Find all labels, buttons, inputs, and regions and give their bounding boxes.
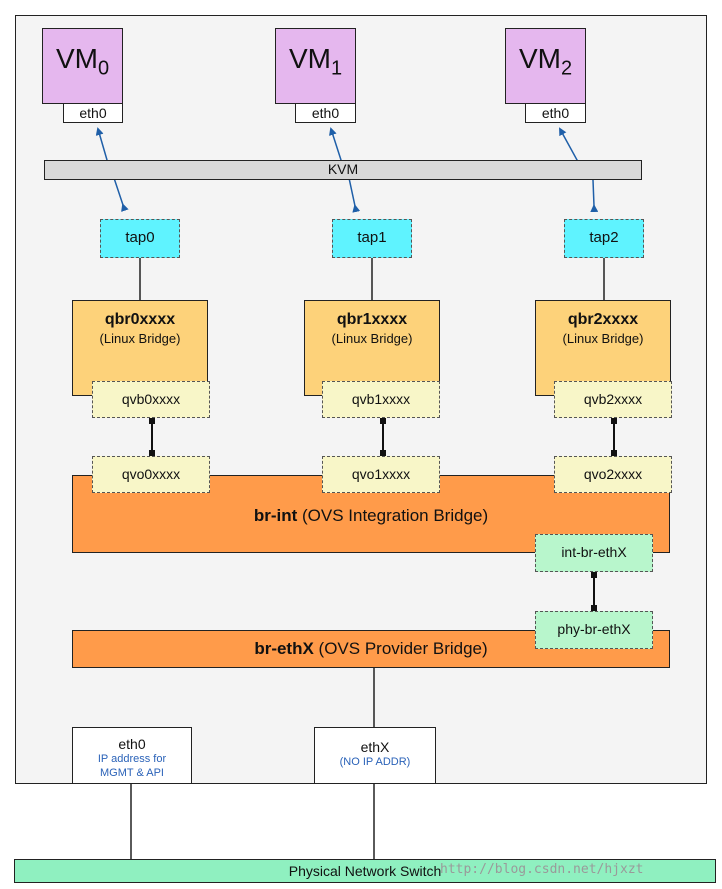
br-ethx-bridge: br-ethX (OVS Provider Bridge) xyxy=(72,630,670,668)
vm-0-sub: 0 xyxy=(97,57,110,80)
vm-1-sub: 1 xyxy=(330,57,343,80)
qbr-0-sub: (Linux Bridge) xyxy=(99,331,181,346)
tap-1: tap1 xyxy=(332,219,412,258)
vm-2-eth0: eth0 xyxy=(525,103,586,123)
qvo-2-port: qvo2xxxx xyxy=(554,456,672,493)
kvm-bar: KVM xyxy=(44,160,642,180)
vm-2: VM2 xyxy=(505,28,586,104)
qbr-1-sub: (Linux Bridge) xyxy=(331,331,413,346)
qbr-1-name: qbr1xxxx xyxy=(336,311,408,328)
vm-1-eth0: eth0 xyxy=(295,103,356,123)
qbr-0-linux-bridge: qbr0xxxx (Linux Bridge) xyxy=(72,300,208,396)
vm-0-label: VM xyxy=(55,43,98,74)
br-int-name: br-int xyxy=(253,506,298,525)
vm-0: VM0 xyxy=(42,28,123,104)
phy-br-ethx-port: phy-br-ethX xyxy=(535,611,653,649)
qbr-2-sub: (Linux Bridge) xyxy=(562,331,644,346)
nic-ethx-note: (NO IP ADDR) xyxy=(339,756,411,768)
watermark-text: http://blog.csdn.net/hjxzt xyxy=(440,862,644,877)
nic-ethx-name: ethX xyxy=(360,739,390,755)
qvo-0-port: qvo0xxxx xyxy=(92,456,210,493)
nic-eth0-name: eth0 xyxy=(118,736,146,752)
nic-eth0-note-1: IP address for xyxy=(97,753,167,765)
vm-1: VM1 xyxy=(275,28,356,104)
physical-network-switch: Physical Network Switch xyxy=(14,859,716,883)
br-ethx-name: br-ethX xyxy=(254,639,314,658)
int-br-ethx-port: int-br-ethX xyxy=(535,534,653,572)
qvo-1-port: qvo1xxxx xyxy=(322,456,440,493)
vm-0-eth0: eth0 xyxy=(63,103,123,123)
tap-2: tap2 xyxy=(564,219,644,258)
nic-ethx: ethX (NO IP ADDR) xyxy=(314,727,436,784)
qbr-0-name: qbr0xxxx xyxy=(104,311,176,328)
vm-1-label: VM xyxy=(288,43,331,74)
qvb-2-port: qvb2xxxx xyxy=(554,381,672,418)
br-int-desc: (OVS Integration Bridge) xyxy=(302,506,489,525)
vm-2-sub: 2 xyxy=(560,57,573,80)
tap-0: tap0 xyxy=(100,219,180,258)
vm-2-label: VM xyxy=(518,43,561,74)
nic-eth0-note-2: MGMT & API xyxy=(100,767,164,779)
br-ethx-desc: (OVS Provider Bridge) xyxy=(318,639,488,658)
qvb-1-port: qvb1xxxx xyxy=(322,381,440,418)
qbr-2-name: qbr2xxxx xyxy=(567,311,639,328)
nic-eth0: eth0 IP address for MGMT & API xyxy=(72,727,192,784)
qvb-0-port: qvb0xxxx xyxy=(92,381,210,418)
qbr-2-linux-bridge: qbr2xxxx (Linux Bridge) xyxy=(535,300,671,396)
